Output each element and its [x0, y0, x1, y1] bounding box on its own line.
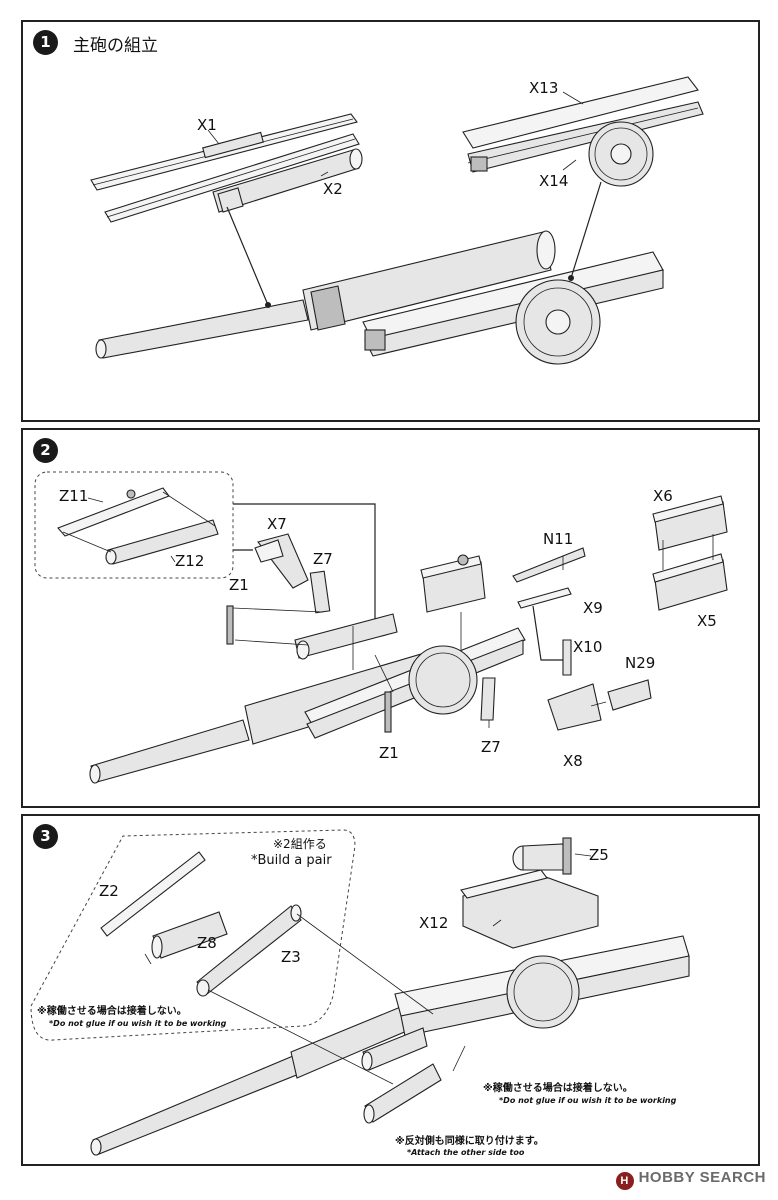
housing-x12 — [460, 869, 599, 949]
label-z3: Z3 — [281, 948, 301, 966]
label-x14: X14 — [539, 172, 569, 190]
assembled-barrel — [95, 230, 556, 359]
carriage-x13-x14 — [462, 76, 704, 187]
label-x6: X6 — [653, 487, 673, 505]
sight-z5 — [512, 837, 572, 875]
pair-note-en: *Build a pair — [251, 853, 332, 868]
subassembly-box-z11-z12 — [34, 471, 234, 579]
step-1-number: 1 — [33, 30, 58, 55]
rod-z1-lower — [384, 691, 392, 733]
label-x8: X8 — [563, 752, 583, 770]
label-x9: X9 — [583, 599, 603, 617]
main-assembly-step3 — [90, 935, 690, 1156]
sight-x6-x5 — [652, 495, 728, 611]
step-2-panel: 2 — [21, 428, 760, 808]
label-z12: Z12 — [175, 552, 205, 570]
part-x10 — [562, 639, 572, 676]
step-1-panel: 1 主砲の組立 — [21, 20, 760, 422]
part-x8 — [547, 683, 602, 731]
note-1-en: *Do not glue if ou wish it to be working — [49, 1019, 227, 1028]
label-z8: Z8 — [197, 934, 217, 952]
label-z2: Z2 — [99, 882, 119, 900]
label-n11: N11 — [543, 530, 574, 548]
label-x12: X12 — [419, 914, 449, 932]
label-x7: X7 — [267, 515, 287, 533]
label-x1: X1 — [197, 116, 217, 134]
label-z1-lower: Z1 — [379, 744, 399, 762]
label-z1-upper: Z1 — [229, 576, 249, 594]
hobby-search-logo-icon: H — [615, 1172, 634, 1190]
carriage-step2 — [304, 627, 526, 739]
label-x2: X2 — [323, 180, 343, 198]
label-z5: Z5 — [589, 846, 609, 864]
step-3-number: 3 — [33, 824, 58, 849]
step-2-number: 2 — [33, 438, 58, 463]
label-x13: X13 — [529, 79, 559, 97]
note-3-en: *Attach the other side too — [407, 1148, 525, 1157]
subassembly-box-z2-z8-z3 — [30, 829, 356, 1041]
part-z7-lower — [480, 677, 496, 721]
bracket-x7 — [254, 533, 309, 589]
step-1-diagram — [90, 76, 704, 365]
part-x9 — [517, 587, 572, 609]
sight-housing — [420, 554, 486, 613]
step-3-panel: 3 — [21, 814, 760, 1166]
note-1-jp: ※稼働させる場合は接着しない。 — [37, 1006, 187, 1017]
label-z7-lower: Z7 — [481, 738, 501, 756]
label-x10: X10 — [573, 638, 603, 656]
step-1-title: 主砲の組立 — [73, 36, 158, 56]
assembled-carriage — [362, 251, 664, 365]
note-3-jp: ※反対側も同様に取り付けます。 — [395, 1136, 544, 1147]
step-2-diagram — [34, 471, 728, 784]
label-z11: Z11 — [59, 487, 89, 505]
barrel-small — [212, 148, 363, 213]
cradle-x1-x2 — [90, 113, 360, 223]
label-x5: X5 — [697, 612, 717, 630]
recoil-cylinder-z11-z12 — [57, 487, 219, 565]
watermark-text: HOBBY SEARCH — [638, 1169, 766, 1186]
step-3-diagram — [30, 829, 690, 1156]
note-2-en: *Do not glue if ou wish it to be working — [499, 1096, 677, 1105]
note-2-jp: ※稼働させる場合は接着しない。 — [483, 1083, 633, 1094]
recuperator-lower — [364, 1063, 442, 1123]
label-z7-upper: Z7 — [313, 550, 333, 568]
pair-note-jp: ※2組作る — [273, 837, 327, 851]
part-n29 — [607, 679, 652, 711]
label-n29: N29 — [625, 654, 656, 672]
part-n11 — [512, 547, 586, 583]
recuperator-z2-z8-z3 — [100, 851, 302, 997]
part-z7-upper — [309, 570, 331, 614]
